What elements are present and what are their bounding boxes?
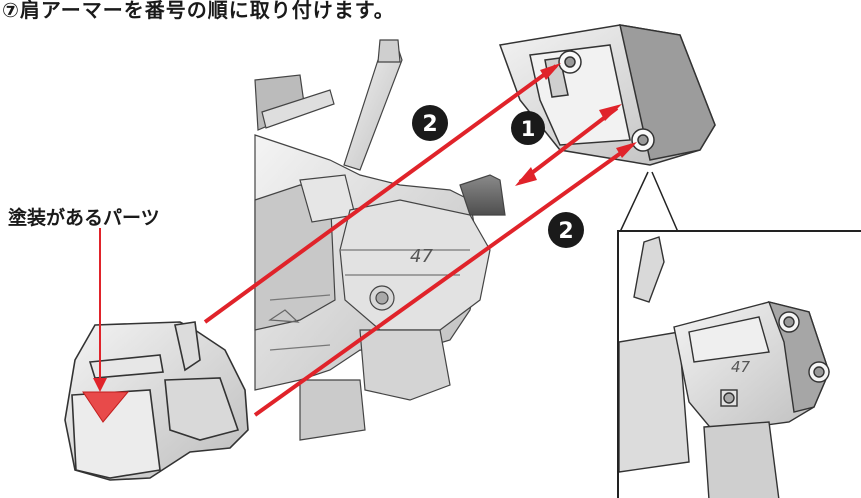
inset-leader-left: [619, 171, 649, 233]
part-marking-body: 47: [410, 246, 433, 267]
step-2-arrow-upper: [203, 64, 558, 324]
step-badge-1: 1: [511, 111, 545, 145]
inset-assembled-shoulder: 47: [619, 236, 830, 498]
robot-body: [254, 39, 506, 441]
instruction-heading: ⑦肩アーマーを番号の順に取り付けます。: [2, 0, 395, 22]
paint-area-marker: [82, 391, 130, 423]
step-badge-2-lower-number: 2: [558, 219, 573, 244]
painted-part: [64, 321, 249, 481]
callout-pointer-arrowhead: [93, 378, 107, 392]
step-2-arrow-lower: [253, 143, 634, 417]
inset-leader-right: [651, 171, 679, 233]
painted-part-label: 塗装があるパーツ: [8, 207, 160, 229]
step-2-arrowhead-upper: [540, 63, 561, 80]
step-1-arrow: [518, 106, 619, 184]
inset-detail-view: 47: [617, 230, 861, 498]
step-badge-2-lower: 2: [548, 212, 584, 248]
step-2-arrowhead-lower: [616, 142, 637, 158]
step-badge-1-number: 1: [521, 117, 536, 141]
step-1-arrowhead-right: [599, 104, 622, 121]
step-badge-2-upper: 2: [412, 105, 448, 141]
inset-part-marking: 47: [731, 358, 751, 376]
step-1-arrowhead-left: [515, 167, 537, 186]
assembly-arrows: [203, 63, 637, 417]
step-badge-2-upper-number: 2: [422, 112, 437, 137]
